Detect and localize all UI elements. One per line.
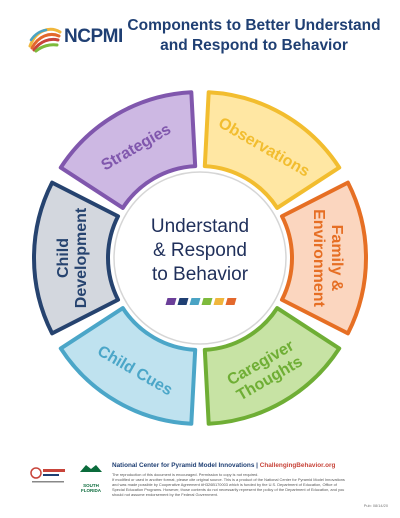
wheel-segment-child-development [32,180,121,336]
color-bar-mark [225,298,237,305]
org-separator: | [254,462,260,469]
segment-label: Family & [328,225,345,292]
page-header: NCPMI Components to Better Understand an… [0,0,400,70]
center-text-line: & Respond [153,240,247,261]
wheel-segment-observations [202,90,342,210]
segment-label-group: Family &Environment [310,209,345,307]
center-text-line: to Behavior [152,264,249,285]
segment-label: Development [73,207,90,308]
south-florida-logo: SOUTH FLORIDA [76,462,106,493]
page-footer: SOUTH FLORIDA National Center for Pyrami… [0,458,400,518]
logo-text: NCPMI [64,26,123,47]
footer-org: National Center for Pyramid Model Innova… [112,462,335,469]
wheel-segment-child-cues [58,306,198,426]
page-title: Components to Better Understand and Resp… [118,16,390,56]
footer-fine-print: The reproduction of this document is enc… [112,472,387,497]
south-florida-text: SOUTH FLORIDA [81,483,101,493]
color-bar-mark [189,298,201,305]
org-url-link[interactable]: ChallengingBehavior.org [259,462,336,469]
color-bar-mark [165,298,177,305]
zero-to-three-icon [30,467,65,483]
fine-print-line: should not assume endorsement by the Fed… [112,492,218,497]
fine-print-line: If modified or used in another format, p… [112,477,345,482]
center-text-line: Understand [151,216,249,237]
color-bar-mark [201,298,213,305]
publication-date: Pub: 08/14/20 [363,503,388,508]
color-bar-mark [177,298,189,305]
wheel-segment-caregiver-thoughts [202,306,342,426]
title-line-2: and Respond to Behavior [160,37,348,54]
fine-print-line: and was made possible by Cooperative Agr… [112,482,337,487]
title-line-1: Components to Better Understand [127,17,381,34]
center-circle [113,171,287,345]
color-bar-mark [213,298,225,305]
bull-icon [80,465,102,472]
segment-label: Child [55,238,72,278]
fine-print-line: The reproduction of this document is enc… [112,472,259,477]
segment-label: Environment [310,209,327,307]
ncpmi-logo: NCPMI [26,22,126,54]
fine-print-line: Special Education Programs. However, tho… [112,487,345,492]
ncpmi-swirl-icon [28,27,62,53]
wheel-segment-family-environment [279,180,368,336]
wheel-segment-strategies [58,90,198,210]
zero-to-three-logo [28,464,68,493]
org-name: National Center for Pyramid Model Innova… [112,462,255,469]
